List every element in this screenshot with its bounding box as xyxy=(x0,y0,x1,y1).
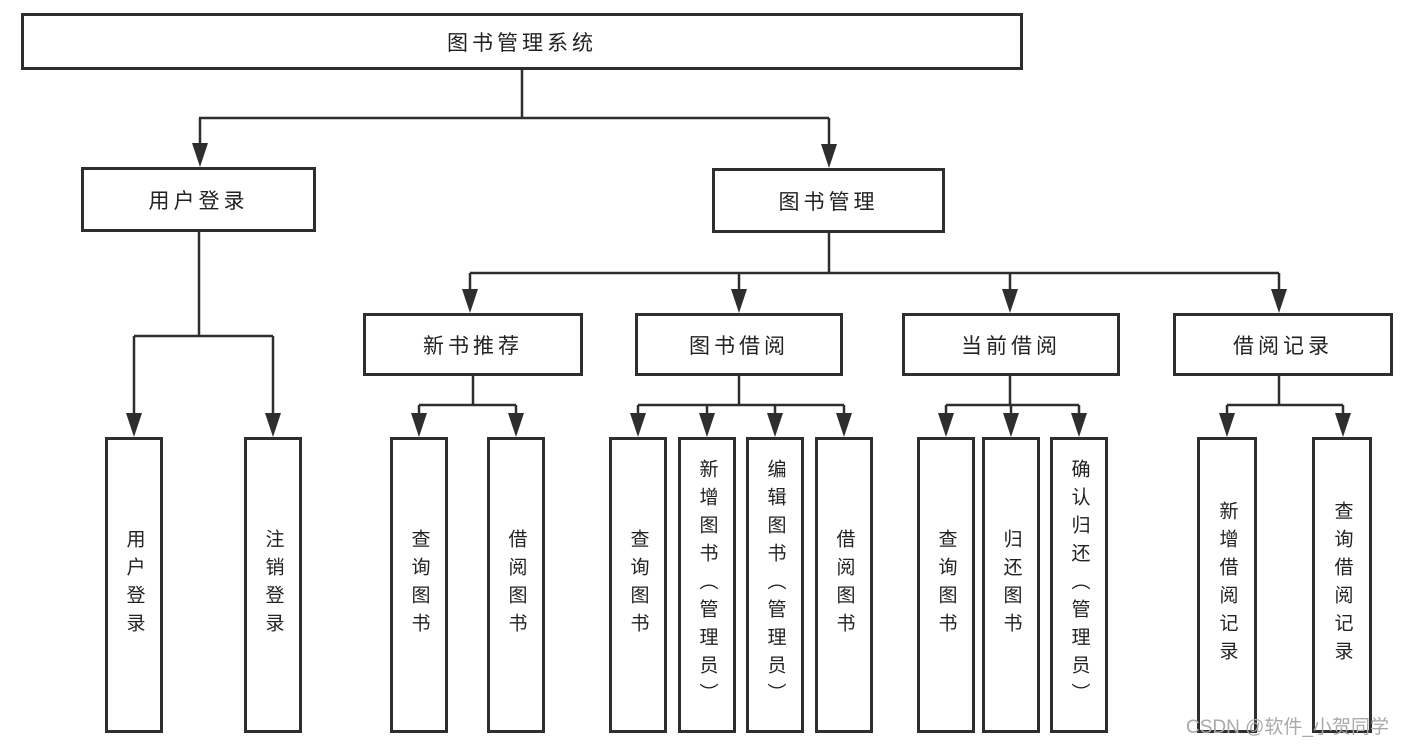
node-new-book-recommend-label: 新书推荐 xyxy=(423,334,523,358)
node-borrow-books-leaf: 借阅图书 xyxy=(815,437,873,733)
node-borrow-books-leaf-label: 借阅图书 xyxy=(833,529,855,641)
watermark: CSDN @软件_小贺同学 xyxy=(1186,717,1389,738)
node-user-login-branch-label: 用户登录 xyxy=(148,189,249,213)
node-edit-book-admin-label: 编辑图书（管理员） xyxy=(764,459,786,711)
node-book-management-branch: 图书管理 xyxy=(712,168,945,233)
node-query-books-borrow-label: 查询图书 xyxy=(627,529,649,641)
node-return-book-label: 归还图书 xyxy=(1000,529,1022,641)
node-logout-leaf: 注销登录 xyxy=(244,437,302,733)
node-query-books-recommend: 查询图书 xyxy=(390,437,448,733)
node-query-books-current-label: 查询图书 xyxy=(935,529,957,641)
node-book-management-branch-label: 图书管理 xyxy=(778,190,879,214)
node-borrow-records-label: 借阅记录 xyxy=(1233,334,1333,358)
node-new-book-recommend: 新书推荐 xyxy=(363,313,583,376)
node-current-borrow: 当前借阅 xyxy=(902,313,1120,376)
node-query-books-borrow: 查询图书 xyxy=(609,437,667,733)
node-return-book: 归还图书 xyxy=(982,437,1040,733)
node-user-login-leaf-label: 用户登录 xyxy=(123,529,145,641)
node-add-borrow-record: 新增借阅记录 xyxy=(1197,437,1257,733)
node-confirm-return-admin: 确认归还（管理员） xyxy=(1050,437,1108,733)
node-query-borrow-record: 查询借阅记录 xyxy=(1312,437,1372,733)
node-edit-book-admin: 编辑图书（管理员） xyxy=(746,437,804,733)
node-user-login-leaf: 用户登录 xyxy=(105,437,163,733)
node-query-books-current: 查询图书 xyxy=(917,437,975,733)
node-current-borrow-label: 当前借阅 xyxy=(961,334,1061,358)
node-borrow-books-recommend: 借阅图书 xyxy=(487,437,545,733)
node-add-borrow-record-label: 新增借阅记录 xyxy=(1216,501,1238,669)
node-root-label: 图书管理系统 xyxy=(447,31,597,55)
node-query-borrow-record-label: 查询借阅记录 xyxy=(1331,501,1353,669)
node-logout-leaf-label: 注销登录 xyxy=(262,529,284,641)
node-confirm-return-admin-label: 确认归还（管理员） xyxy=(1068,459,1090,711)
node-borrow-records: 借阅记录 xyxy=(1173,313,1393,376)
node-borrow-books-recommend-label: 借阅图书 xyxy=(505,529,527,641)
node-add-book-admin-label: 新增图书（管理员） xyxy=(696,459,718,711)
node-add-book-admin: 新增图书（管理员） xyxy=(678,437,736,733)
node-book-borrow: 图书借阅 xyxy=(635,313,843,376)
node-user-login-branch: 用户登录 xyxy=(81,167,316,232)
node-root: 图书管理系统 xyxy=(21,13,1023,70)
node-book-borrow-label: 图书借阅 xyxy=(689,334,789,358)
arrowheads xyxy=(126,143,1351,437)
node-query-books-recommend-label: 查询图书 xyxy=(408,529,430,641)
